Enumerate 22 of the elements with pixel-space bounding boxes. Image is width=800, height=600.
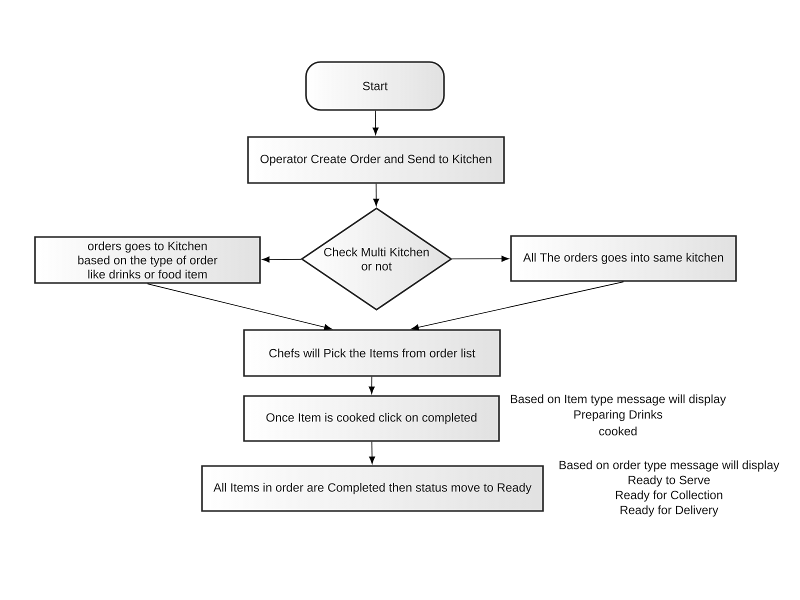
note-text: Ready to Serve [628,475,710,487]
process-box: All The orders goes into same kitchen [510,235,737,282]
note-text: Based on order type message will display [560,460,780,472]
process-box: Chefs will Pick the Items from order list [243,329,501,377]
arrow [411,281,624,330]
note-text: Ready for Collection [616,490,722,502]
note-text: Preparing Drinks [574,410,662,422]
arrow [147,283,332,330]
start-terminal: Start [305,61,445,111]
arrow [373,183,380,206]
arrow [452,256,509,262]
note-text: cooked [599,426,637,436]
note-text: Ready for Delivery [620,505,718,517]
process-box: Operator Create Order and Send to Kitchen [247,136,505,184]
process-box: All Items in order are Completed then status move to Ready [201,465,544,512]
arrow [262,256,302,262]
arrow [369,441,376,464]
process-box: orders goes to Kitchen based on the type of order like drinks or food item [34,236,261,284]
arrow [368,376,375,394]
note-text: Based on Item type message will display [510,394,726,406]
process-box: Once Item is cooked click on completed [243,395,500,442]
arrow [372,110,379,135]
